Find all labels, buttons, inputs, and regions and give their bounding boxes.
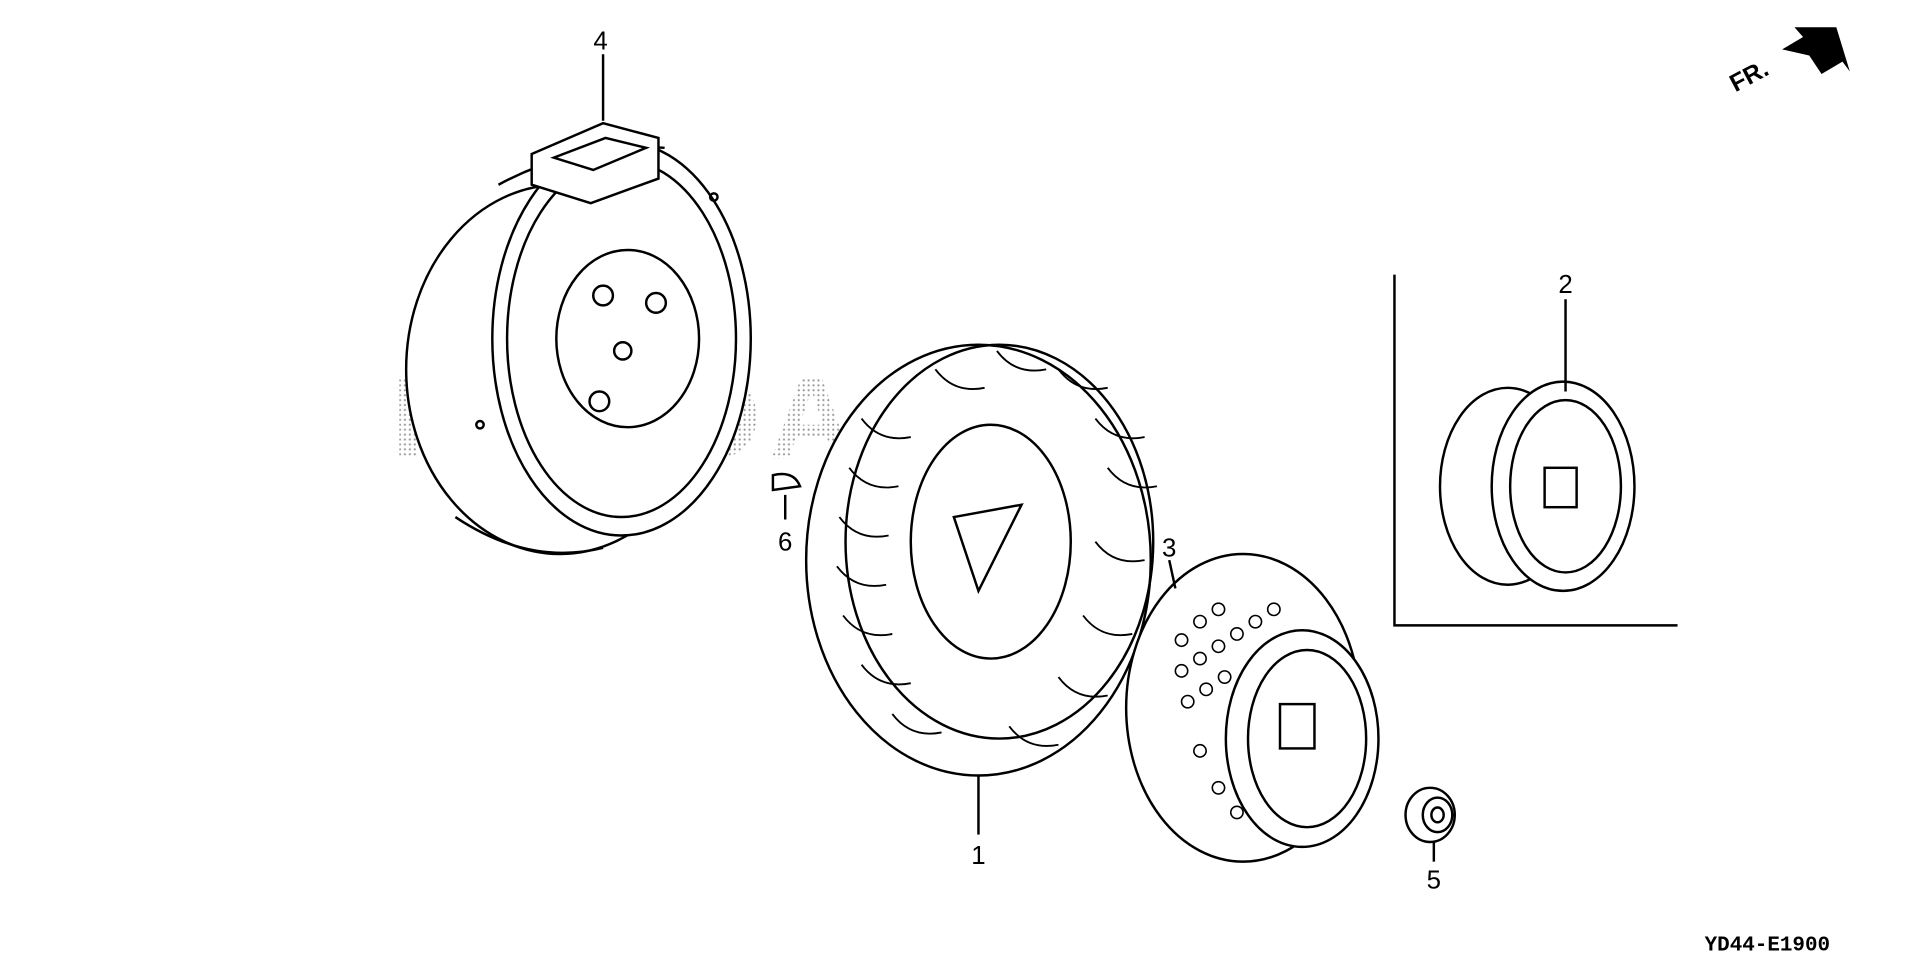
callout-5[interactable]: 5 bbox=[1427, 867, 1441, 895]
callout-3[interactable]: 3 bbox=[1162, 534, 1176, 562]
leader-line-3 bbox=[1168, 559, 1177, 589]
callout-2[interactable]: 2 bbox=[1558, 271, 1572, 299]
callout-6[interactable]: 6 bbox=[778, 528, 792, 556]
flange-nut bbox=[1404, 786, 1456, 844]
flywheel bbox=[404, 121, 752, 556]
front-direction-indicator: FR. bbox=[1726, 27, 1850, 98]
front-label: FR. bbox=[1726, 55, 1774, 97]
starter-pulley bbox=[1124, 552, 1380, 863]
drawing-code: YD44-E1900 bbox=[1705, 934, 1830, 957]
starter-pulley-inset bbox=[1438, 380, 1636, 593]
inset-frame bbox=[1393, 274, 1678, 627]
front-arrow-icon bbox=[1782, 27, 1850, 74]
woodruff-key bbox=[771, 472, 802, 492]
cooling-fan bbox=[804, 343, 1158, 777]
callout-1[interactable]: 1 bbox=[971, 842, 985, 870]
callout-4[interactable]: 4 bbox=[593, 27, 607, 55]
